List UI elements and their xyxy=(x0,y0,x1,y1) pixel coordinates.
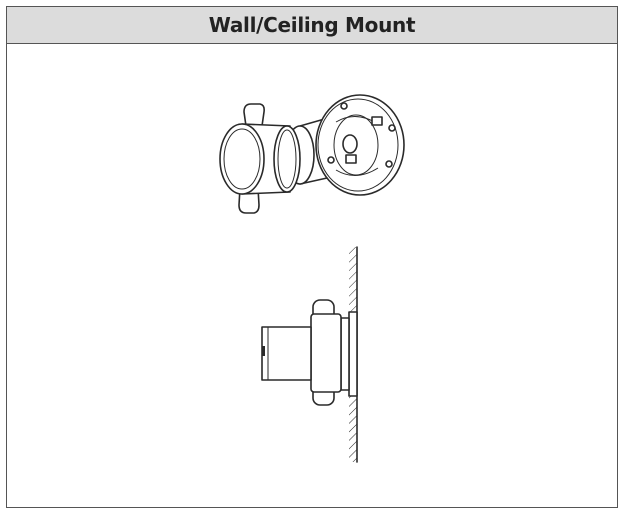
side-collar-notch xyxy=(262,346,265,356)
mount-base-plate xyxy=(315,94,405,196)
mount-plate-detail-bottom xyxy=(335,167,379,176)
mount-collar-inner-rim xyxy=(223,128,261,190)
mount-collar-thread xyxy=(277,129,297,189)
mount-cable-hole xyxy=(342,134,358,154)
mount-side-view-on-wall xyxy=(261,246,358,463)
mount-plate-recess xyxy=(333,114,379,176)
screw-hole-top xyxy=(340,102,348,110)
side-base-plate xyxy=(348,311,358,397)
mount-collar-back-ring xyxy=(273,125,301,193)
diagram-frame: Wall/Ceiling Mount xyxy=(6,6,618,508)
mount-collar-opening xyxy=(219,123,265,195)
mount-tab-top xyxy=(371,116,383,126)
mount-perspective-view xyxy=(219,94,405,214)
mount-ear-top xyxy=(243,103,265,127)
header-bar: Wall/Ceiling Mount xyxy=(7,7,617,44)
mount-base-plate-rim xyxy=(317,98,399,192)
side-main-body xyxy=(310,313,342,393)
page-title: Wall/Ceiling Mount xyxy=(208,13,416,37)
mount-tab-bottom xyxy=(345,154,357,164)
screw-hole-left xyxy=(327,156,335,164)
screw-hole-right xyxy=(388,124,396,132)
side-plate-flange xyxy=(340,317,350,391)
screw-hole-bottom-right xyxy=(385,160,393,168)
side-collar xyxy=(261,326,312,381)
